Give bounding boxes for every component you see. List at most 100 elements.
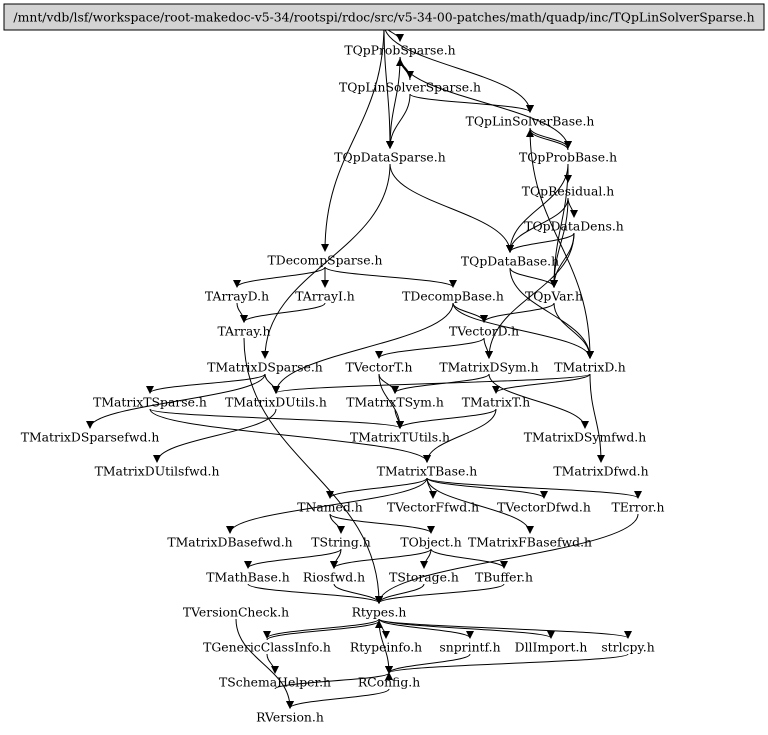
edge-tqp-residual-to-tqp-data-base xyxy=(506,197,569,253)
edge-tmatrix-dsparse-to-tmatrix-tsparse xyxy=(146,373,266,394)
node-tmatrix-tsym[interactable]: TMatrixTSym.h xyxy=(346,395,444,410)
node-tdecomp-sparse[interactable]: TDecompSparse.h xyxy=(268,253,383,268)
edge-tmatrix-t-to-tmatrix-tutils xyxy=(396,408,497,429)
node-tmatrix-dfwd[interactable]: TMatrixDfwd.h xyxy=(553,464,648,479)
node-dll-import[interactable]: DllImport.h xyxy=(515,640,588,655)
edge-rconfig-to-rversion xyxy=(286,688,390,709)
node-tgeneric-class-info[interactable]: TGenericClassInfo.h xyxy=(203,640,331,655)
node-tvector-d[interactable]: TVectorD.h xyxy=(449,324,519,339)
edge-tnamed-to-tobject xyxy=(329,513,435,534)
edges-layer xyxy=(86,23,642,709)
node-tvector-ffwd[interactable]: TVectorFfwd.h xyxy=(387,500,479,515)
edge-tqp-data-sparse-to-tmatrix-dsparse xyxy=(261,163,391,359)
edge-tqp-prob-sparse-to-tqp-prob-base xyxy=(399,56,572,149)
node-rtypeinfo[interactable]: Rtypeinfo.h xyxy=(350,640,422,655)
edge-tqp-var-to-tmatrix-d xyxy=(553,302,594,359)
node-rconfig[interactable]: RConfig.h xyxy=(358,675,420,690)
node-tmatrix-t[interactable]: TMatrixT.h xyxy=(462,395,531,410)
edge-tschema-helper-to-rconfig xyxy=(274,672,393,690)
edge-tmatrix-dsparse-to-tmatrix-dsparsefwd xyxy=(86,373,266,429)
node-tversion-check[interactable]: TVersionCheck.h xyxy=(183,605,289,620)
node-rversion[interactable]: RVersion.h xyxy=(256,710,324,725)
edge-tmatrix-tbase-to-tnamed xyxy=(326,477,428,499)
edge-tvector-t-to-tmatrix-tsym xyxy=(378,373,399,394)
node-tmatrix-dsymfwd[interactable]: TMatrixDSymfwd.h xyxy=(524,430,646,445)
edge-tqp-data-sparse-to-tqp-data-base xyxy=(389,163,514,253)
node-tqp-data-base[interactable]: TQpDataBase.h xyxy=(461,254,559,269)
edge-tversion-check-to-rversion xyxy=(235,618,294,709)
node-tarray-i[interactable]: TArrayI.h xyxy=(295,289,355,304)
edge-rtypes-to-strlcpy xyxy=(378,618,632,639)
edge-tbuffer-to-rtypes xyxy=(375,583,505,604)
edge-tmatrix-d-to-tmatrix-dutils xyxy=(272,373,591,394)
node-riosfwd[interactable]: Riosfwd.h xyxy=(303,570,365,585)
edge-tarray-to-rtypes xyxy=(243,337,383,604)
edge-root-to-tdecomp-sparse xyxy=(321,23,385,252)
edge-tobject-to-tstorage xyxy=(420,548,432,569)
node-tvector-t[interactable]: TVectorT.h xyxy=(345,360,412,375)
node-tmatrix-dsparsefwd[interactable]: TMatrixDSparsefwd.h xyxy=(21,430,160,445)
edge-tqp-residual-to-tqp-data-dens xyxy=(567,197,578,218)
node-tqp-data-sparse[interactable]: TQpDataSparse.h xyxy=(334,150,445,165)
node-tmatrix-fbasefwd[interactable]: TMatrixFBasefwd.h xyxy=(468,535,592,550)
node-tmatrix-tbase[interactable]: TMatrixTBase.h xyxy=(377,464,478,479)
node-tmatrix-dsparse[interactable]: TMatrixDSparse.h xyxy=(207,360,322,375)
node-terror[interactable]: TError.h xyxy=(611,500,664,515)
node-tmatrix-d[interactable]: TMatrixD.h xyxy=(554,360,626,375)
edge-tmatrix-tbase-to-tmatrix-dbasefwd xyxy=(226,477,428,534)
edge-tqp-lin-solver-sparse-to-tqp-data-sparse xyxy=(386,93,411,149)
edge-tqp-var-to-tvector-d xyxy=(480,302,555,323)
edge-tqp-lin-solver-sparse-to-tqp-lin-solver-base xyxy=(409,93,534,113)
edge-tobject-to-riosfwd xyxy=(330,548,432,569)
node-tbuffer[interactable]: TBuffer.h xyxy=(475,570,533,585)
node-tmatrix-tutils[interactable]: TMatrixTUtils.h xyxy=(350,430,450,445)
edge-tmatrix-tsparse-to-tmatrix-tutils xyxy=(149,408,404,429)
edge-terror-to-rtypes xyxy=(375,513,639,604)
edge-tdecomp-sparse-to-tdecomp-base xyxy=(324,266,457,288)
node-tqp-lin-solver-base[interactable]: TQpLinSolverBase.h xyxy=(466,114,595,129)
node-tqp-prob-base[interactable]: TQpProbBase.h xyxy=(519,150,617,165)
node-tarray[interactable]: TArray.h xyxy=(217,324,270,339)
node-tmatrix-tsparse[interactable]: TMatrixTSparse.h xyxy=(93,395,207,410)
edge-root-to-tqp-data-sparse xyxy=(383,23,394,149)
edge-tmatrix-tbase-to-tvector-dfwd xyxy=(426,477,548,499)
edge-tdecomp-base-to-tmatrix-dutils xyxy=(272,302,454,394)
node-tstorage[interactable]: TStorage.h xyxy=(389,570,459,585)
node-tmatrix-dbasefwd[interactable]: TMatrixDBasefwd.h xyxy=(167,535,292,550)
node-tarray-d[interactable]: TArrayD.h xyxy=(205,289,269,304)
node-tvector-dfwd[interactable]: TVectorDfwd.h xyxy=(497,500,591,515)
edge-tmatrix-d-to-tmatrix-dfwd xyxy=(589,373,605,463)
node-tqp-prob-sparse[interactable]: TQpProbSparse.h xyxy=(344,43,455,58)
node-tdecomp-base[interactable]: TDecompBase.h xyxy=(402,289,504,304)
node-tschema-helper[interactable]: TSchemaHelper.h xyxy=(219,675,331,690)
node-tmatrix-dutils[interactable]: TMatrixDUtils.h xyxy=(225,395,327,410)
node-tmatrix-dsym[interactable]: TMatrixDSym.h xyxy=(439,360,538,375)
edge-tqp-prob-sparse-to-tqp-data-sparse xyxy=(386,56,401,149)
edge-tqp-data-dens-to-tmatrix-dsym xyxy=(485,232,575,359)
node-tqp-var[interactable]: TQpVar.h xyxy=(525,289,583,304)
node-tmath-base[interactable]: TMathBase.h xyxy=(206,570,289,585)
node-rtypes[interactable]: Rtypes.h xyxy=(352,605,407,620)
edge-tdecomp-sparse-to-tarray-d xyxy=(233,266,326,288)
node-tstring[interactable]: TString.h xyxy=(311,535,370,550)
node-tqp-data-dens[interactable]: TQpDataDens.h xyxy=(524,219,624,234)
edge-tmatrix-tbase-to-tmatrix-fbasefwd xyxy=(426,477,534,534)
edge-tdecomp-base-to-tmatrix-d xyxy=(452,302,594,359)
edge-root-to-tqp-lin-solver-base xyxy=(383,23,534,113)
edge-tnamed-to-tstring xyxy=(329,513,345,534)
root-node[interactable]: /mnt/vdb/lsf/workspace/root-makedoc-v5-3… xyxy=(3,3,765,31)
root-node-box xyxy=(3,3,765,31)
edge-tgeneric-class-info-to-rtypes xyxy=(266,620,383,641)
edge-tvector-d-to-tvector-t xyxy=(375,337,485,359)
node-snprintf[interactable]: snprintf.h xyxy=(439,640,500,655)
root-node-label: /mnt/vdb/lsf/workspace/root-makedoc-v5-3… xyxy=(13,10,754,25)
node-strlcpy[interactable]: strlcpy.h xyxy=(601,640,654,655)
node-tnamed[interactable]: TNamed.h xyxy=(297,500,362,515)
node-tqp-lin-solver-sparse[interactable]: TQpLinSolverSparse.h xyxy=(339,80,481,95)
node-tqp-residual[interactable]: TQpResidual.h xyxy=(522,184,615,199)
node-tobject[interactable]: TObject.h xyxy=(400,535,461,550)
edge-tmath-base-to-rtypes xyxy=(247,583,383,604)
node-tmatrix-dutilsfwd[interactable]: TMatrixDUtilsfwd.h xyxy=(95,464,220,479)
edge-tmatrix-dsparse-to-tmatrix-dutils xyxy=(264,373,280,394)
